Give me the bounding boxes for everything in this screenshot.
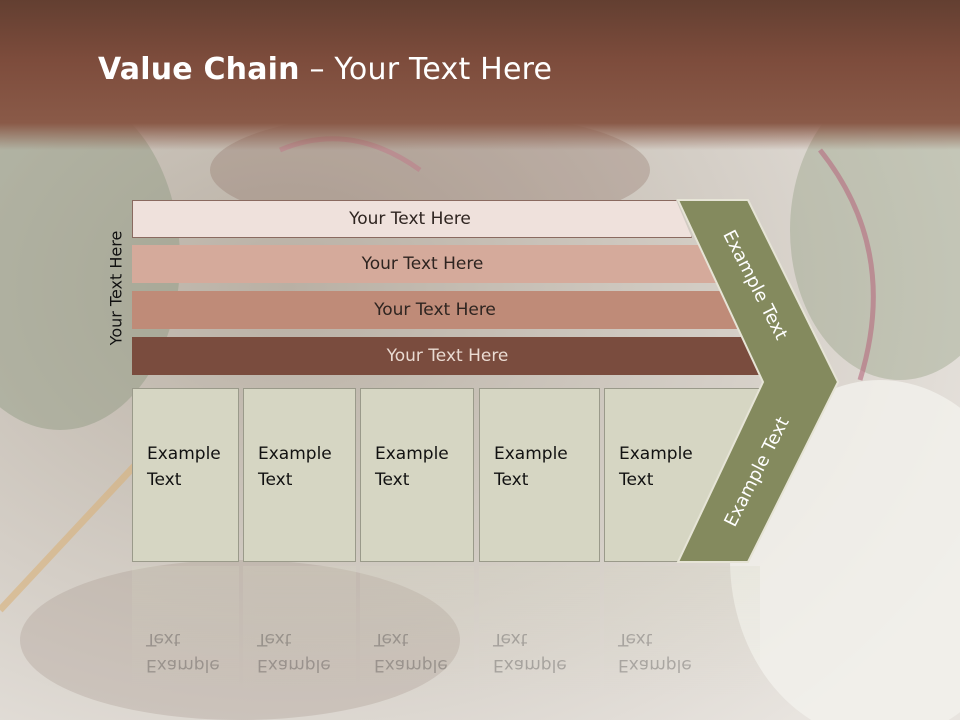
vertical-side-label: Your Text Here bbox=[106, 230, 126, 346]
support-bar-2: Your Text Here bbox=[132, 245, 717, 283]
primary-activity-box-3: Example Text bbox=[360, 388, 474, 562]
support-bar-4-label: Your Text Here bbox=[386, 346, 509, 366]
primary-activity-1-label: Example Text bbox=[147, 444, 221, 490]
primary-activity-box-2: Example Text bbox=[243, 388, 356, 562]
box-reflection-1: Example Text bbox=[132, 566, 239, 696]
support-bar-2-label: Your Text Here bbox=[361, 254, 484, 274]
support-bar-3: Your Text Here bbox=[132, 291, 742, 329]
header-band bbox=[0, 0, 960, 150]
box-reflection-2: Example Text bbox=[243, 566, 356, 696]
title-rest: – Your Text Here bbox=[299, 52, 553, 87]
primary-activity-3-label: Example Text bbox=[375, 444, 449, 490]
primary-activity-4-label: Example Text bbox=[494, 444, 568, 490]
primary-activity-5-label: Example Text bbox=[619, 444, 693, 490]
box-reflection-3: Example Text bbox=[360, 566, 474, 696]
primary-activity-box-4: Example Text bbox=[479, 388, 600, 562]
title-bold: Value Chain bbox=[98, 52, 300, 87]
support-bar-4: Your Text Here bbox=[132, 337, 767, 375]
primary-activity-2-label: Example Text bbox=[258, 444, 332, 490]
margin-chevron bbox=[676, 199, 840, 563]
box-reflection-5: Example Text bbox=[604, 566, 760, 696]
support-bar-1-label: Your Text Here bbox=[349, 209, 471, 229]
support-bar-1: Your Text Here bbox=[132, 200, 692, 238]
box-reflection-4: Example Text bbox=[479, 566, 600, 696]
support-bar-3-label: Your Text Here bbox=[374, 300, 496, 320]
primary-activity-box-1: Example Text bbox=[132, 388, 239, 562]
page-title: Value Chain – Your Text Here bbox=[98, 52, 552, 87]
